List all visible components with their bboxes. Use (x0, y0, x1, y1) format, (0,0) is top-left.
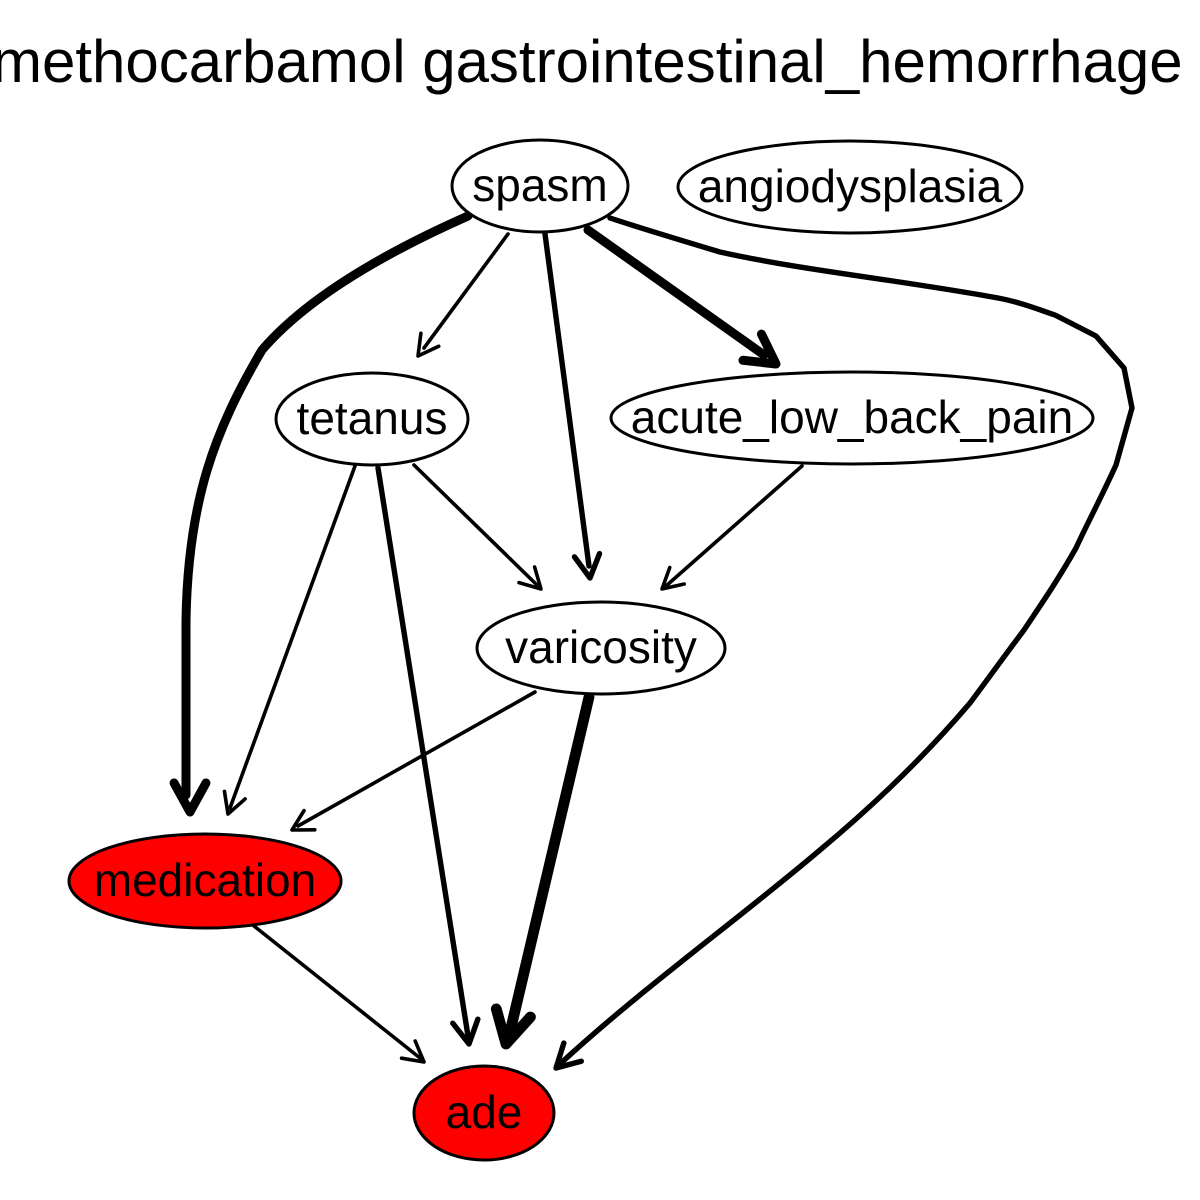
node-label: varicosity (505, 621, 697, 673)
node-ellipse (676, 139, 1024, 235)
edge-line (375, 465, 471, 1039)
arrowhead (517, 565, 543, 591)
arrowhead (169, 778, 211, 817)
node-ellipse (450, 138, 630, 234)
arrowhead (490, 1003, 536, 1050)
arrowhead (738, 329, 781, 369)
edge-spasm-to-medication (169, 211, 473, 817)
node-medication: medication (67, 832, 343, 930)
edge-varicosity-to-ade (490, 691, 595, 1050)
node-varicosity: varicosity (475, 600, 727, 696)
edge-line (664, 464, 804, 588)
node-label: angiodysplasia (698, 160, 1003, 212)
edge-tetanus-to-medication (222, 464, 357, 816)
node-label: acute_low_back_pain (631, 391, 1073, 443)
node-label: ade (446, 1086, 523, 1138)
node-label: medication (94, 854, 316, 906)
edge-spasm-to-varicosity (542, 231, 603, 581)
node-spasm: spasm (450, 138, 630, 234)
arrowhead (290, 808, 317, 832)
node-ellipse (67, 832, 343, 930)
edge-line (542, 231, 592, 569)
edge-spasm-to-ade (553, 215, 1135, 1071)
edge-line (252, 924, 422, 1060)
edge-line (583, 225, 769, 360)
node-ade: ade (412, 1064, 556, 1162)
node-ellipse (274, 371, 470, 467)
node-ellipse (475, 600, 727, 696)
arrowhead (416, 331, 441, 358)
arrowhead (399, 1039, 426, 1064)
node-ellipse (412, 1064, 556, 1162)
node-label: spasm (472, 159, 607, 211)
edge-line (296, 690, 537, 828)
arrowhead (660, 565, 687, 591)
node-label: tetanus (297, 392, 448, 444)
node-ellipse (609, 370, 1095, 466)
edge-line (504, 691, 595, 1038)
node-acute-low-back-pain: acute_low_back_pain (609, 370, 1095, 466)
node-tetanus: tetanus (274, 371, 470, 467)
edge-line (181, 211, 473, 800)
edge-line (228, 464, 357, 810)
arrowhead (450, 1016, 481, 1047)
arrowhead (222, 789, 247, 816)
edge-tetanus-to-ade (375, 465, 481, 1047)
edge-tetanus-to-varicosity (412, 463, 543, 591)
edge-line (422, 232, 510, 350)
graph-title: methocarbamol gastrointestinal_hemorrhag… (0, 28, 1200, 95)
arrowhead (571, 550, 603, 581)
edge-line (557, 215, 1135, 1067)
edge-line (412, 463, 540, 588)
edge-medication-to-ade (252, 924, 426, 1064)
node-angiodysplasia: angiodysplasia (676, 139, 1024, 235)
edge-spasm-to-acute_low_back_pain (583, 225, 781, 369)
arrowhead (553, 1040, 584, 1071)
nodes-layer: spasm angiodysplasia tetanus acute_low_back… (67, 138, 1095, 1162)
edges-layer (169, 211, 1135, 1071)
edge-varicosity-to-medication (290, 690, 537, 832)
edge-spasm-to-tetanus (416, 232, 510, 358)
edge-acute_low_back_pain-to-varicosity (660, 464, 804, 591)
